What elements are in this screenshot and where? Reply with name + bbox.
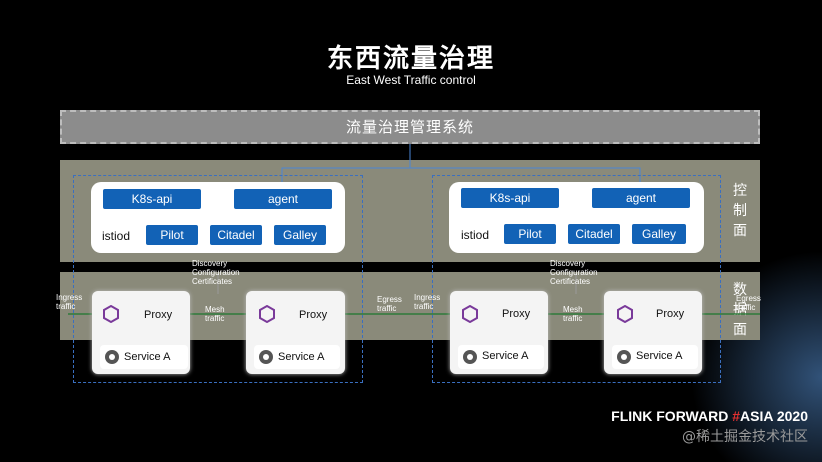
istiod-label: istiod	[461, 228, 490, 242]
proxy-label: Proxy	[656, 308, 685, 320]
proxy-hexagon-icon	[258, 304, 276, 328]
egress-label: Egress traffic	[736, 294, 761, 312]
k8s-api-box: K8s-api	[461, 188, 559, 208]
istiod-label: istiod	[102, 229, 131, 243]
pilot-box: Pilot	[504, 224, 556, 244]
k8s-api-box: K8s-api	[103, 189, 201, 209]
proxy-hexagon-icon	[616, 304, 634, 328]
page-subtitle: East West Traffic control	[346, 73, 476, 87]
cluster-2-boundary	[432, 175, 721, 383]
mesh-label: Mesh traffic	[563, 305, 583, 323]
galley-box: Galley	[632, 224, 686, 244]
service-gear-icon	[462, 349, 478, 370]
brand-logo: FLINK FORWARD #ASIA 2020	[611, 408, 808, 424]
service-gear-icon	[104, 349, 120, 370]
service-gear-icon	[258, 349, 274, 370]
citadel-box: Citadel	[210, 225, 262, 245]
dcc-label: Discovery Configuration Certificates	[192, 259, 240, 286]
service-a-label: Service A	[124, 351, 171, 363]
control-plane-label: 控 制 面	[733, 183, 747, 239]
proxy-label: Proxy	[144, 309, 173, 321]
proxy-label: Proxy	[299, 309, 328, 321]
ingress-label: Ingress traffic	[414, 293, 441, 311]
proxy-hexagon-icon	[102, 304, 120, 328]
cluster-1-boundary	[73, 175, 363, 383]
galley-box: Galley	[274, 225, 326, 245]
watermark: @稀土掘金技术社区	[682, 429, 808, 445]
service-a-label: Service A	[482, 350, 529, 362]
service-a-label: Service A	[636, 350, 683, 362]
service-gear-icon	[616, 349, 632, 370]
management-system-bar: 流量治理管理系统	[60, 110, 760, 144]
egress-label: Egress traffic	[377, 295, 402, 313]
agent-box: agent	[234, 189, 332, 209]
agent-box: agent	[592, 188, 690, 208]
proxy-hexagon-icon	[461, 304, 479, 328]
citadel-box: Citadel	[568, 224, 620, 244]
pilot-box: Pilot	[146, 225, 198, 245]
page-title: 东西流量治理	[326, 44, 495, 74]
dcc-label: Discovery Configuration Certificates	[550, 259, 598, 286]
mesh-label: Mesh traffic	[205, 305, 225, 323]
proxy-label: Proxy	[502, 308, 531, 320]
service-a-label: Service A	[278, 351, 325, 363]
ingress-label: Ingress traffic	[56, 293, 83, 311]
